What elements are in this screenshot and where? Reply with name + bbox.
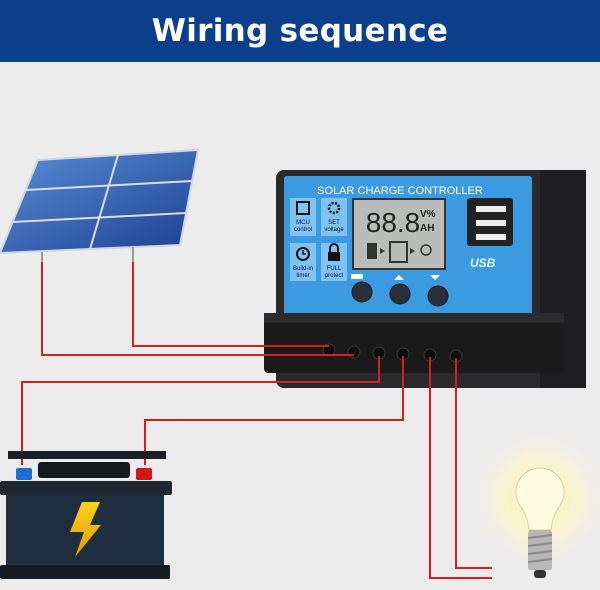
solar-negative-wire — [41, 262, 354, 356]
svg-text:control: control — [294, 227, 312, 233]
arrow-icon — [410, 248, 415, 254]
battery-positive-wire — [144, 356, 404, 465]
negative-terminal — [16, 468, 32, 480]
feature-full-protect: FULL protect — [321, 243, 347, 281]
svg-text:voltage: voltage — [324, 227, 344, 233]
solar-icon — [367, 243, 377, 259]
battery-negative-wire — [21, 356, 380, 465]
usb-ports: USB — [467, 198, 513, 270]
up-button[interactable] — [389, 283, 411, 305]
lcd-digits: 88.8 — [366, 207, 421, 238]
svg-text:SET: SET — [328, 220, 340, 226]
usb-label: USB — [470, 256, 496, 270]
bulb-icon — [420, 244, 432, 256]
terminal-block — [264, 313, 564, 373]
lcd-display: 88.8 V% AH — [352, 198, 446, 270]
menu-icon — [351, 274, 363, 279]
battery — [0, 451, 172, 579]
header-banner: Wiring sequence — [0, 0, 600, 62]
light-bulb — [470, 435, 600, 578]
svg-text:FULL: FULL — [327, 266, 342, 272]
clock-icon — [296, 247, 310, 261]
feature-mcu-control: MCU control — [290, 198, 316, 236]
solar-panel — [0, 148, 200, 262]
down-button[interactable] — [427, 285, 449, 307]
controller-label: SOLAR CHARGE CONTROLLER — [317, 185, 483, 197]
lcd-unit-percent: V% — [420, 209, 436, 220]
down-icon — [430, 275, 440, 280]
positive-terminal — [136, 468, 152, 480]
lightning-icon — [70, 502, 101, 557]
solar-positive-wire — [132, 262, 329, 347]
svg-text:protect: protect — [325, 273, 344, 279]
svg-text:Build-in: Build-in — [293, 266, 313, 272]
load-wire-1 — [429, 357, 492, 579]
battery-icon — [389, 241, 408, 263]
feature-set-voltage: SET voltage — [321, 198, 347, 236]
feature-timer: Build-in timer — [290, 243, 316, 281]
lcd-unit-ah: AH — [420, 223, 434, 234]
svg-text:MCU: MCU — [296, 220, 310, 226]
chip-icon — [296, 201, 310, 215]
menu-button[interactable] — [351, 281, 373, 303]
wires — [21, 262, 492, 579]
up-icon — [394, 275, 404, 280]
load-wire-2 — [455, 358, 492, 569]
gear-icon — [327, 201, 341, 215]
page-title: Wiring sequence — [151, 13, 449, 49]
lock-icon — [328, 252, 340, 261]
charge-controller: SOLAR CHARGE CONTROLLER MCU control SET … — [264, 170, 586, 388]
arrow-icon — [380, 248, 385, 254]
svg-text:timer: timer — [296, 273, 309, 279]
